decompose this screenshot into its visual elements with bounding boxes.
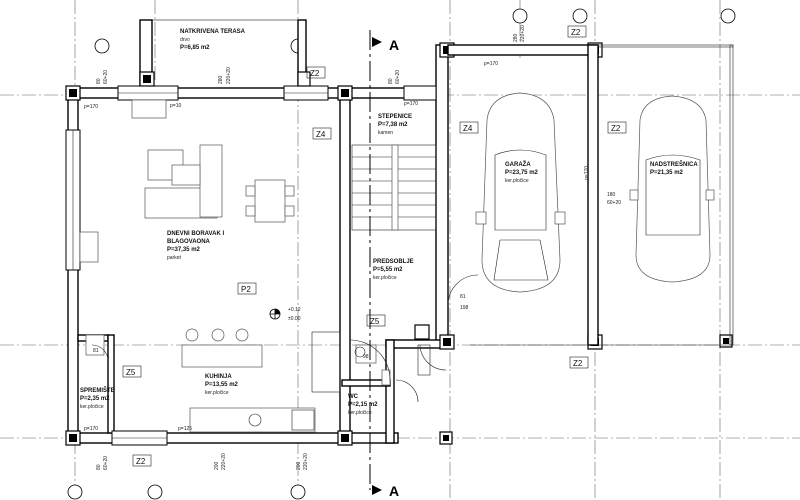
svg-text:p=170: p=170 (484, 61, 498, 67)
room-label-kitchen: KUHINJA P=13,55 m2 ker.pločice (205, 374, 239, 396)
svg-text:P=6,85 m2: P=6,85 m2 (180, 45, 210, 51)
tag-z4-garage: Z4 (463, 124, 473, 133)
svg-text:80: 80 (96, 464, 102, 470)
svg-text:198: 198 (460, 305, 469, 311)
svg-text:P=5,55 m2: P=5,55 m2 (373, 267, 403, 273)
svg-text:220+20: 220+20 (303, 453, 309, 470)
svg-text:P=13,55 m2: P=13,55 m2 (205, 382, 239, 388)
svg-text:KUHINJA: KUHINJA (205, 374, 232, 380)
svg-text:DNEVNI BORAVAK I: DNEVNI BORAVAK I (167, 231, 224, 237)
svg-text:p=10: p=10 (170, 103, 181, 109)
tag-z2-right: Z2 (611, 124, 621, 133)
axis-bubbles (67, 8, 736, 500)
svg-text:drvo: drvo (180, 37, 190, 43)
svg-text:81: 81 (460, 294, 466, 300)
wc-fixtures (354, 324, 431, 386)
dimension-labels: p=170 p=10 p=170 p=170 p=170 p=125 81 19… (84, 25, 621, 470)
garage-walls (447, 44, 734, 346)
svg-text:ker.pločice: ker.pločice (348, 410, 372, 416)
svg-text:+0.12: +0.12 (288, 307, 301, 313)
windows (65, 85, 437, 446)
section-line-a (369, 30, 382, 495)
svg-text:180: 180 (607, 192, 616, 198)
tag-z2-bottom: Z2 (573, 359, 583, 368)
svg-text:200: 200 (296, 461, 302, 470)
svg-text:280: 280 (218, 75, 224, 84)
room-label-garage: GARAŽA P=23,75 m2 ker.pločice (505, 160, 539, 184)
tag-z5-hall: Z5 (370, 317, 380, 326)
room-label-wc: WC P=2,15 m2 ker.pločice (348, 394, 378, 416)
svg-text:ker.pločice: ker.pločice (505, 178, 529, 184)
svg-text:SPREMIŠTE: SPREMIŠTE (80, 386, 115, 394)
tag-z5-pantry: Z5 (126, 368, 136, 377)
svg-text:p=170: p=170 (584, 166, 590, 180)
svg-text:ker.pločice: ker.pločice (373, 275, 397, 281)
svg-text:60+20: 60+20 (395, 70, 401, 84)
svg-text:STEPENICE: STEPENICE (378, 114, 412, 120)
svg-text:BLAGOVAONA: BLAGOVAONA (167, 239, 211, 245)
car-carport (629, 95, 715, 283)
svg-text:NADSTREŠNICA: NADSTREŠNICA (650, 160, 698, 168)
room-label-living: DNEVNI BORAVAK I BLAGOVAONA P=37,35 m2 p… (167, 231, 224, 261)
svg-text:P=21,35 m2: P=21,35 m2 (650, 170, 684, 176)
svg-text:P=7,38 m2: P=7,38 m2 (378, 122, 408, 128)
wall-tags: Z2 Z2 Z2 Z2 Z2 Z4 Z4 Z5 Z5 P2 (122, 25, 627, 467)
svg-text:98: 98 (363, 354, 369, 360)
svg-text:±0.00: ±0.00 (288, 316, 301, 322)
tag-z4-stairs: Z4 (316, 130, 326, 139)
svg-text:P=2,35 m2: P=2,35 m2 (80, 396, 110, 402)
svg-text:NATKRIVENA TERASA: NATKRIVENA TERASA (180, 29, 246, 35)
kitchen-furniture (85, 328, 341, 433)
level-mark: +0.12 ±0.00 (269, 307, 301, 322)
house-walls (67, 44, 449, 444)
svg-text:220+20: 220+20 (221, 453, 227, 470)
room-label-pantry: SPREMIŠTE P=2,35 m2 ker.pločice (80, 386, 115, 410)
svg-text:parket: parket (167, 255, 182, 261)
svg-text:81: 81 (93, 348, 99, 354)
svg-text:80: 80 (388, 78, 394, 84)
room-label-hall: PREDSOBLJE P=5,55 m2 ker.pločice (373, 259, 414, 281)
svg-text:p=125: p=125 (178, 426, 192, 432)
svg-text:p=170: p=170 (84, 426, 98, 432)
svg-text:P=23,75 m2: P=23,75 m2 (505, 170, 539, 176)
tag-z2-top: Z2 (310, 69, 320, 78)
svg-text:kamen: kamen (378, 130, 393, 136)
svg-text:200: 200 (214, 461, 220, 470)
room-label-carport: NADSTREŠNICA P=21,35 m2 (650, 160, 698, 176)
living-furniture (79, 99, 295, 263)
svg-text:220+20: 220+20 (520, 25, 526, 42)
section-label-top: A (389, 37, 399, 53)
tag-p2: P2 (241, 285, 251, 294)
door-swings (91, 274, 479, 403)
svg-text:60+20: 60+20 (103, 70, 109, 84)
stairs (351, 144, 437, 231)
svg-text:P=37,35 m2: P=37,35 m2 (167, 247, 201, 253)
tag-z2-garage: Z2 (571, 28, 581, 37)
svg-text:P=2,15 m2: P=2,15 m2 (348, 402, 378, 408)
svg-text:ker.pločice: ker.pločice (205, 390, 229, 396)
svg-text:PREDSOBLJE: PREDSOBLJE (373, 259, 414, 265)
section-label-bottom: A (389, 483, 399, 499)
svg-text:GARAŽA: GARAŽA (505, 160, 531, 168)
svg-text:80: 80 (96, 78, 102, 84)
car-garage (475, 92, 566, 293)
svg-text:60+20: 60+20 (103, 456, 109, 470)
svg-text:60+20: 60+20 (607, 200, 621, 206)
svg-text:280: 280 (513, 33, 519, 42)
room-label-terrace: NATKRIVENA TERASA drvo P=6,85 m2 (180, 29, 246, 51)
tag-z2-south: Z2 (136, 457, 146, 466)
svg-text:WC: WC (348, 394, 359, 400)
svg-text:220+20: 220+20 (226, 67, 232, 84)
room-label-stairs: STEPENICE P=7,38 m2 kamen (378, 114, 412, 136)
svg-text:p=170: p=170 (84, 104, 98, 110)
svg-text:p=170: p=170 (404, 101, 418, 107)
svg-text:ker.pločice: ker.pločice (80, 404, 104, 410)
